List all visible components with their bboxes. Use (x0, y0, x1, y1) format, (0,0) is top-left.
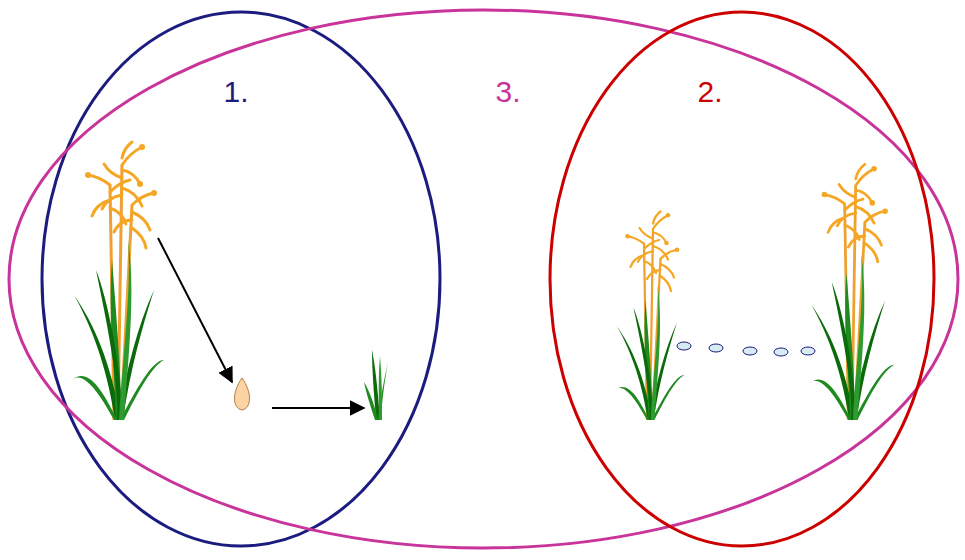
grass-plant (616, 212, 685, 421)
ellipse-outline (550, 12, 934, 546)
ellipse-outline (548, 10, 936, 548)
dispersal-dots (677, 342, 815, 356)
seed (235, 378, 250, 410)
grass-plant (72, 142, 164, 420)
region-ellipse: 3. (7, 8, 960, 550)
region-number: 2. (697, 77, 722, 107)
grass-plant (810, 164, 895, 420)
region-number: 3. (495, 77, 520, 107)
arrow-line (158, 238, 232, 382)
region-ellipse: 1. (40, 10, 442, 548)
ellipse-outline (42, 12, 440, 546)
region-ellipse: 2. (548, 10, 936, 548)
region-number: 1. (223, 77, 248, 107)
seedling (364, 350, 388, 420)
ellipse-outline (9, 10, 958, 548)
ellipse-outline (7, 8, 960, 550)
arrow-line (272, 407, 364, 409)
